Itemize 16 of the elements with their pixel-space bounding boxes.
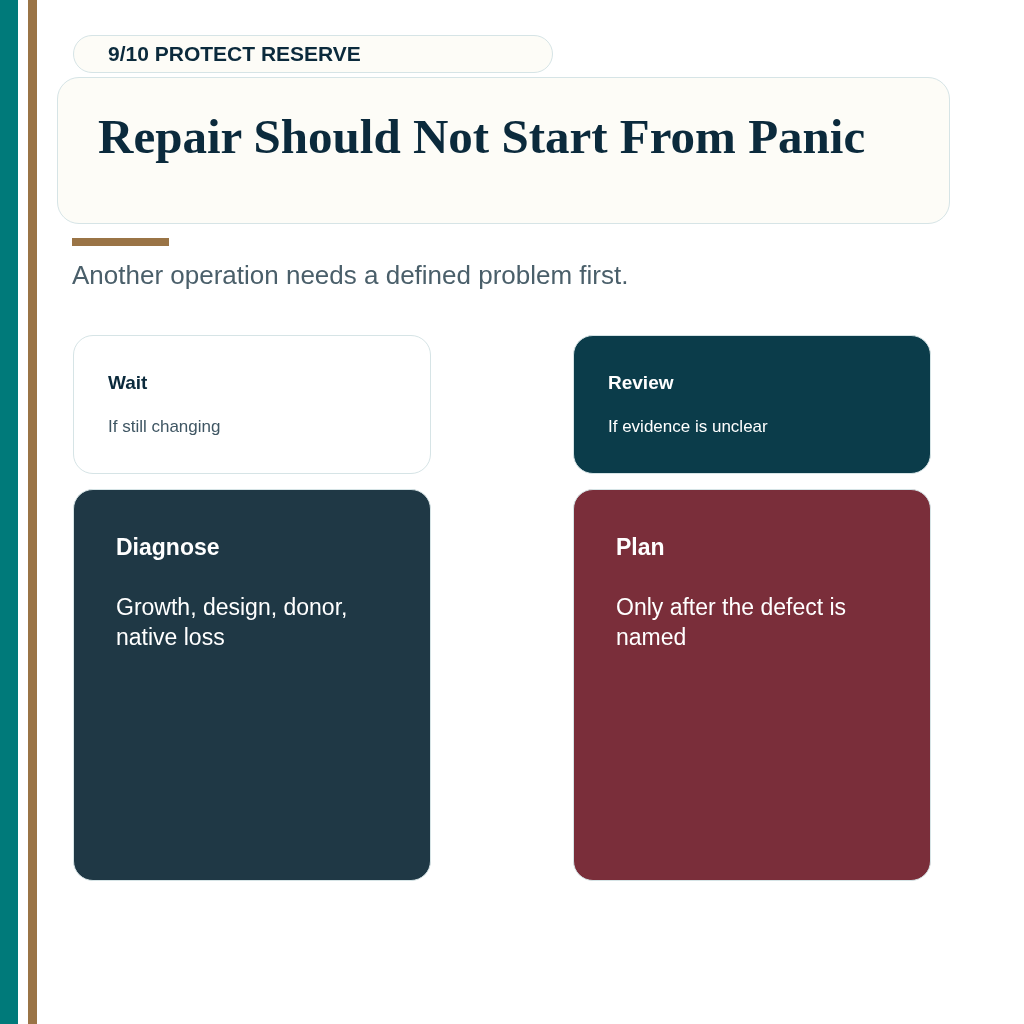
step-card (573, 489, 931, 881)
section-tag (73, 35, 553, 73)
option-card (573, 335, 931, 474)
card-heading: Diagnose (116, 533, 220, 562)
card-text: Only after the defect is named (616, 593, 848, 652)
card-heading: Wait (108, 371, 148, 395)
step-card (73, 489, 431, 881)
section-label: 9/10 PROTECT RESERVE (108, 42, 361, 66)
card-text: If still changing (108, 416, 221, 438)
card-heading: Review (608, 371, 674, 395)
subtitle: Another operation needs a defined problem first. (72, 259, 629, 291)
title: Repair Should Not Start From Panic (98, 108, 866, 166)
card-text: If evidence is unclear (608, 416, 768, 438)
card-text: Growth, design, donor, native loss (116, 593, 349, 652)
option-card (73, 335, 431, 474)
card-heading: Plan (616, 533, 665, 562)
